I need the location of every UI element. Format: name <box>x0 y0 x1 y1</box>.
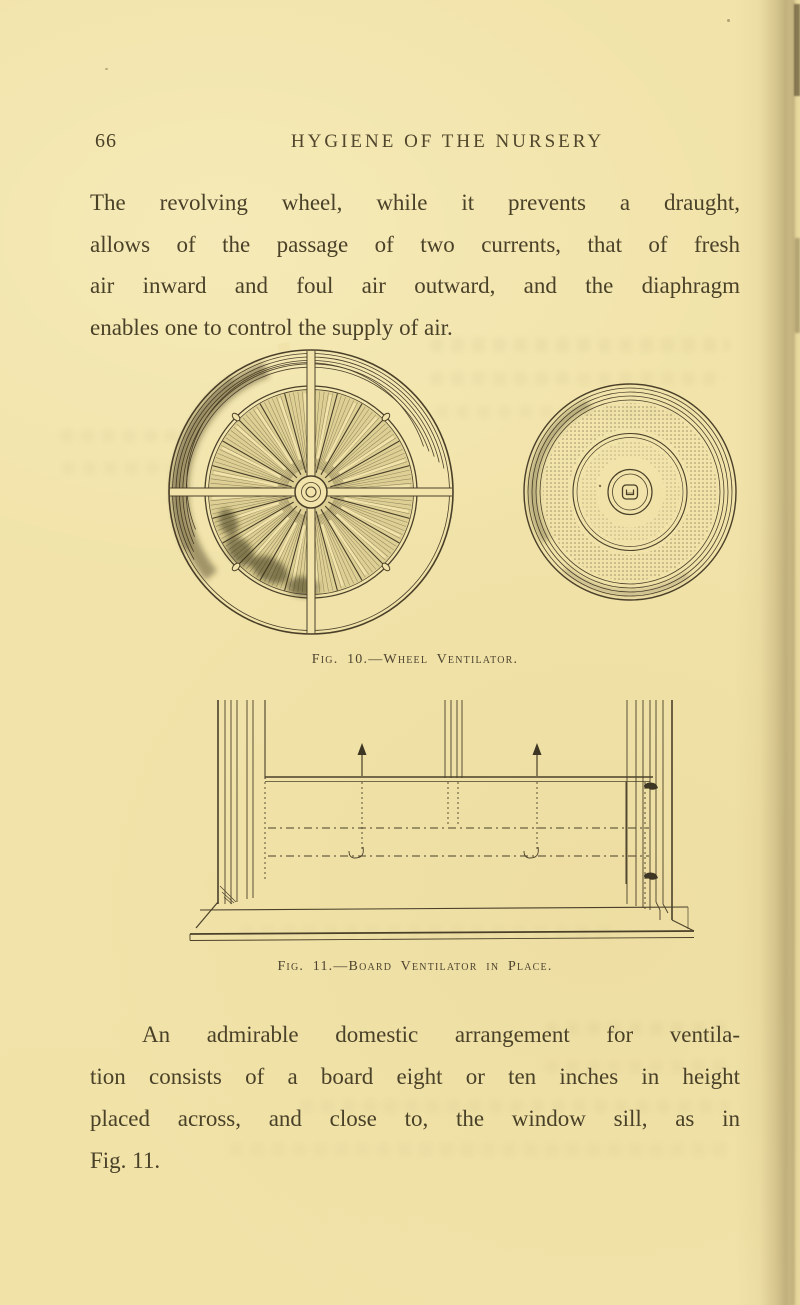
text-line: air inward and foul air outward, and the… <box>90 273 740 298</box>
text-line: enables one to control the supply of air… <box>90 314 453 340</box>
page-number: 66 <box>95 130 117 152</box>
paragraph-1: The revolving wheel, while it prevents a… <box>90 182 740 348</box>
figure-11-caption: Fig. 11.—Board Ventilator in Place. <box>277 959 553 974</box>
figure-11-board-ventilator-illustration <box>189 700 695 941</box>
page-edge-dark-line <box>795 238 800 333</box>
text-line: allows of the passage of two currents, t… <box>90 231 740 257</box>
running-header: HYGIENE OF THE NURSERY <box>290 131 605 152</box>
text-line: tion consists of a board eight or ten in… <box>90 1064 740 1089</box>
text-line: placed across, and close to, the window … <box>90 1106 740 1131</box>
figure-10-wheel-ventilator-illustration <box>168 342 737 635</box>
text-line: Fig. 11. <box>90 1148 161 1173</box>
ink-speck <box>727 19 730 22</box>
text-line: The revolving wheel, while it prevents a… <box>90 190 740 215</box>
ink-speck <box>105 68 108 70</box>
paragraph-2: An admirable domestic arrangement for ve… <box>90 1014 740 1182</box>
page-edge-dark-line <box>794 4 800 96</box>
page-edge-dark-line <box>792 0 795 1305</box>
text-line: An admirable domestic arrangement for ve… <box>142 1022 740 1047</box>
figure-10-caption: Fig. 10.—Wheel Ventilator. <box>311 652 519 667</box>
